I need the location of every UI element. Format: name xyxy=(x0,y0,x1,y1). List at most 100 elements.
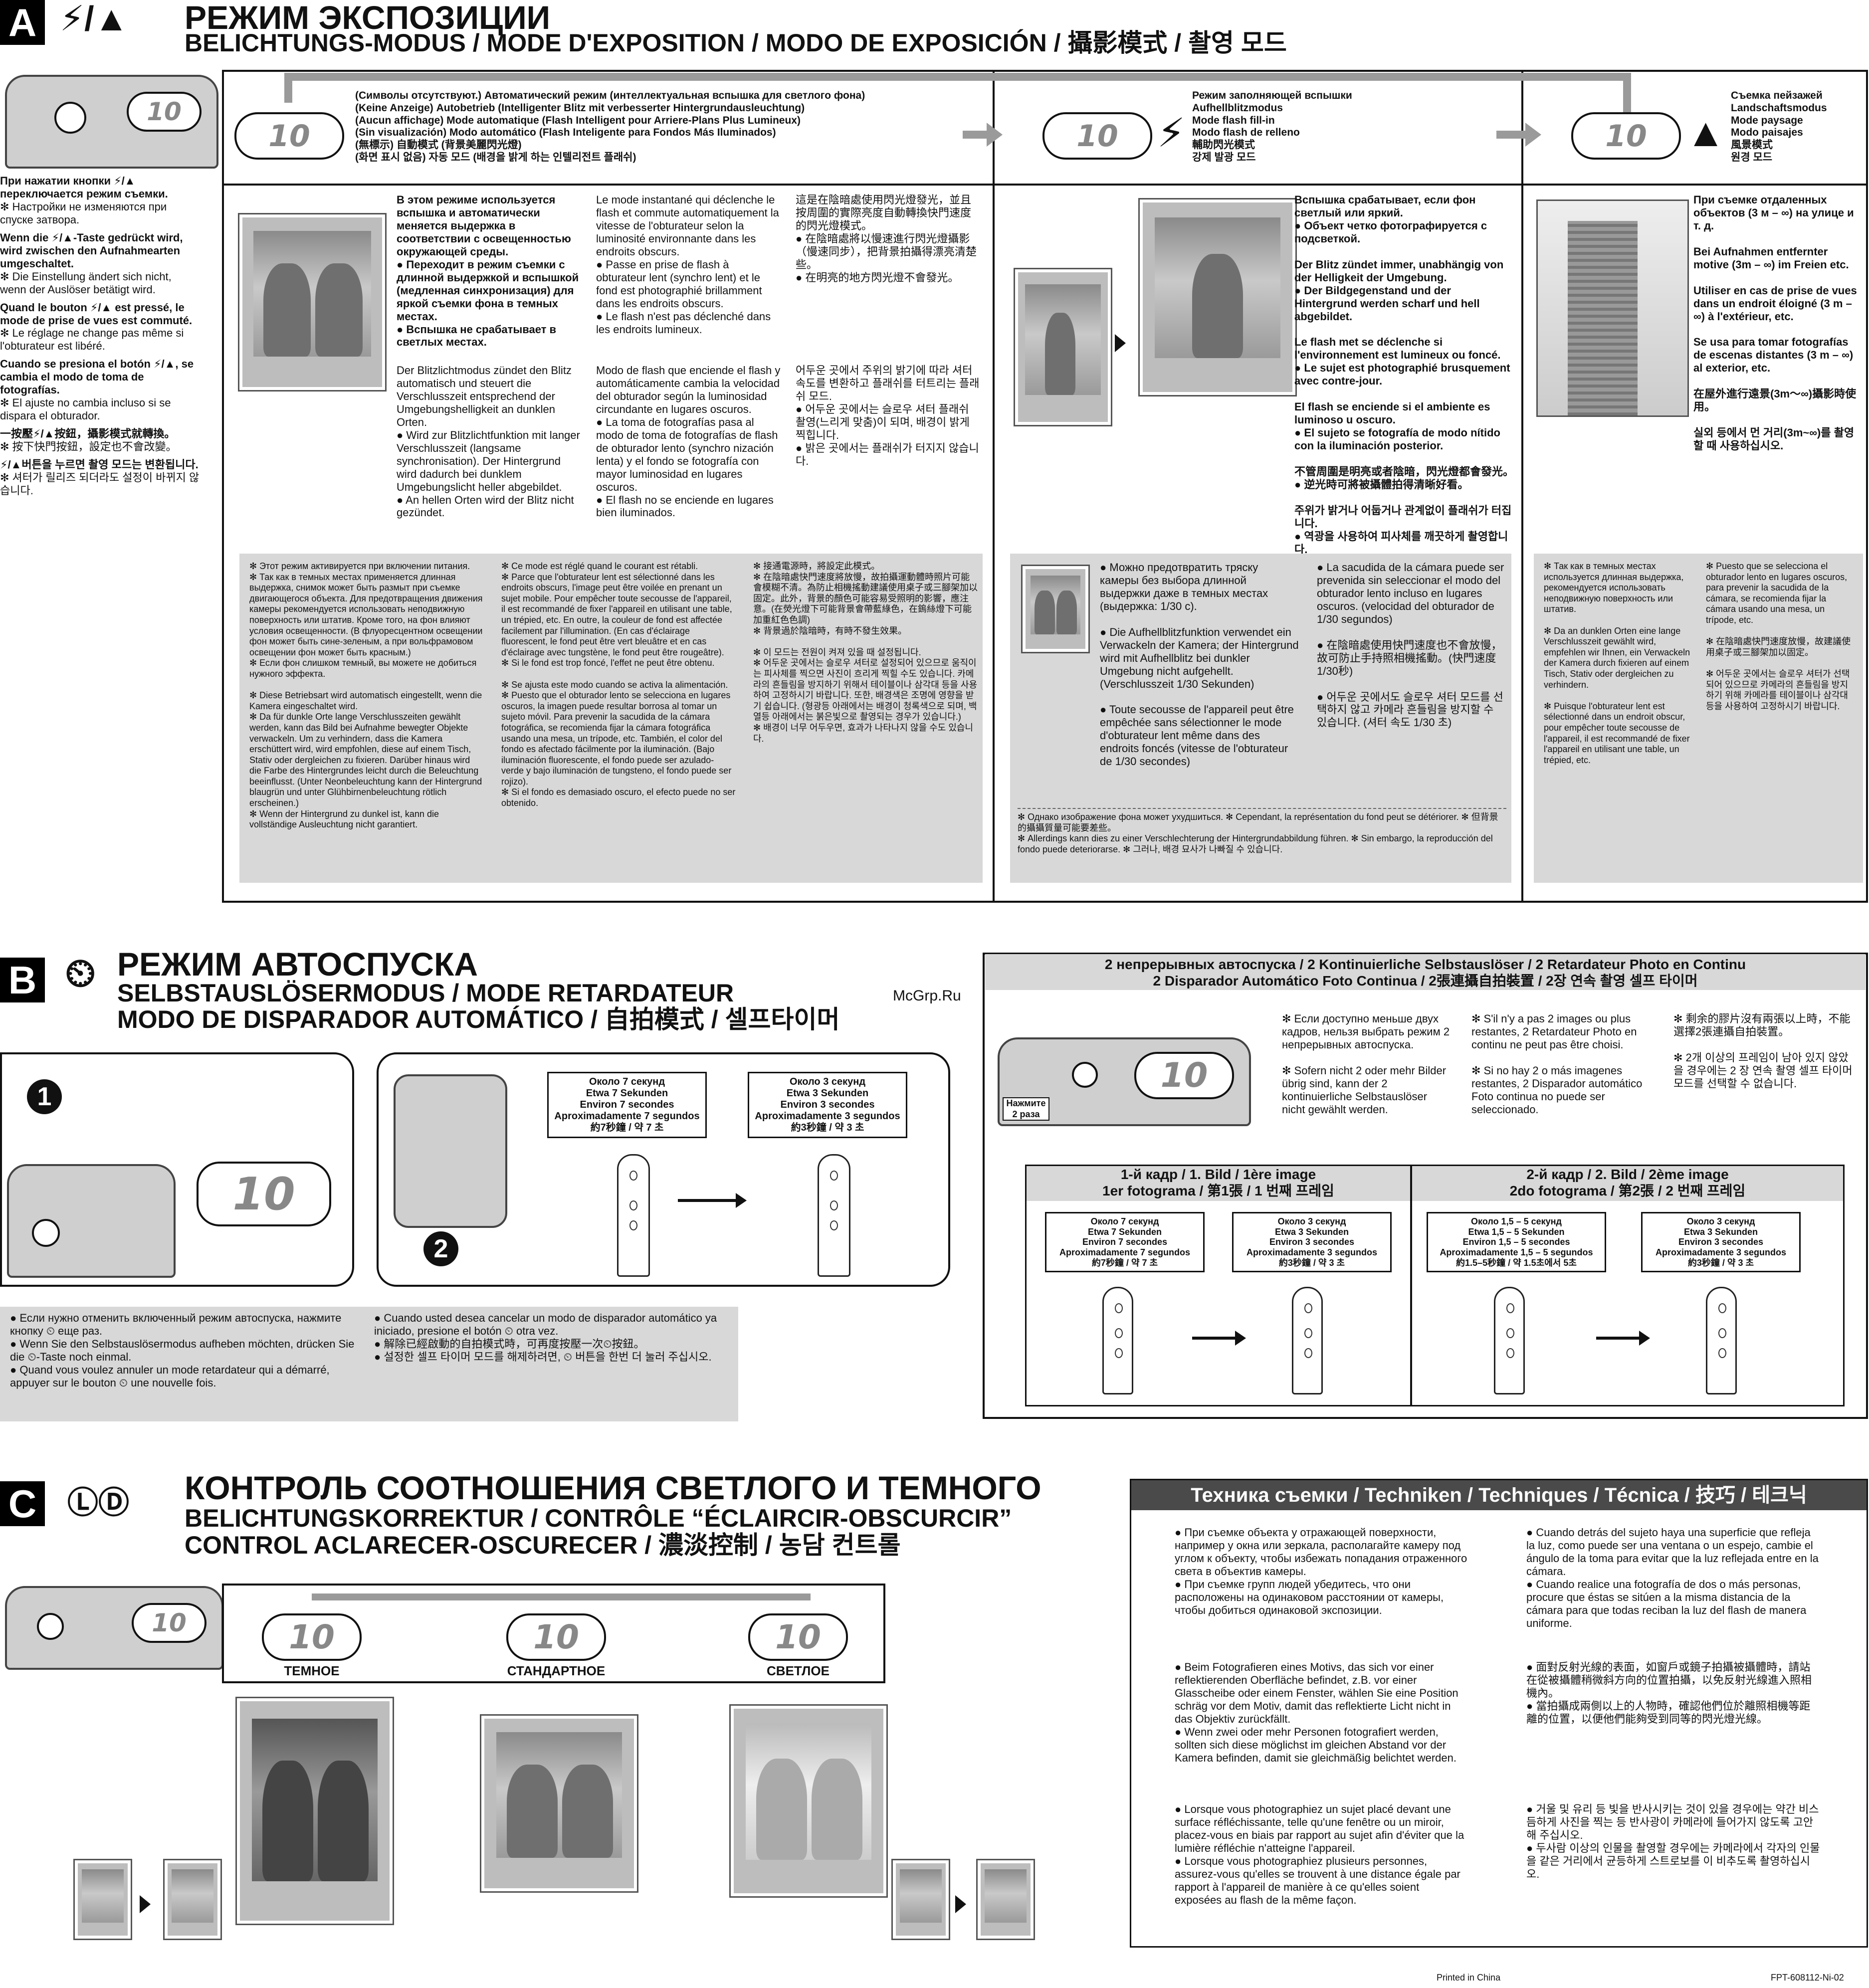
fill-notes: ● Можно предотвратить тряску камеры без … xyxy=(1100,561,1299,768)
landscape-photo xyxy=(1536,199,1689,417)
techniques-box xyxy=(1130,1479,1868,1948)
fill-notes-panel xyxy=(1010,554,1511,883)
lcd-timer-large: 10 xyxy=(197,1162,331,1226)
divider-a1 xyxy=(993,70,995,903)
side-note-1: ✻ Настройки не изменяются при спуске зат… xyxy=(0,200,167,226)
tech-left-fr: ● Lorsque vous photographiez un sujet pl… xyxy=(1175,1803,1464,1906)
side-note-11: ✻ 셔터가 릴리즈 되더라도 설정이 바뀌지 않습니다. xyxy=(0,471,200,497)
side-note-4: Quand le bouton ⚡/▲ est pressé, le mode … xyxy=(0,301,193,327)
small-arrow-1 xyxy=(140,1895,151,1913)
fill-photo-before xyxy=(1014,268,1112,426)
timer-button-continuous[interactable] xyxy=(1072,1062,1098,1088)
landscape-notes-right: ✻ Puesto que se selecciona el obturador … xyxy=(1706,561,1851,711)
landscape-text: При съемке отдаленных объектов (3 м – ∞)… xyxy=(1693,194,1857,452)
continuous-notes-b: ✻ S'il n'y a pas 2 images ou plus restan… xyxy=(1471,1012,1643,1116)
lcd-c-camera: 10 xyxy=(132,1603,207,1643)
landscape-notes-panel xyxy=(1534,554,1863,883)
small-arrow-2 xyxy=(955,1895,966,1913)
side-note-3: ✻ Die Einstellung ändert sich nicht, wen… xyxy=(0,270,172,296)
section-a-icons: ⚡/▲ xyxy=(60,0,129,38)
auto-notes-panel xyxy=(239,554,983,883)
side-note-6: Cuando se presiona el botón ⚡/▲, se camb… xyxy=(0,358,194,397)
frame2-title: 2-й кадр / 2. Bild / 2ème image 2do foto… xyxy=(1412,1166,1843,1201)
lcd-dark: 10 xyxy=(262,1613,362,1661)
section-b-title: РЕЖИМ АВТОСПУСКА xyxy=(117,946,478,983)
lcd-fill: 10 xyxy=(1042,112,1152,160)
tech-right-zh: ● 面對反射光線的表面，如窗戶或鏡子拍攝被攝體時，請站在從被攝體稍微斜方向的位置… xyxy=(1526,1661,1812,1725)
b-cancel-notes-panel xyxy=(0,1307,738,1421)
fill-small-photo xyxy=(1021,565,1090,653)
step2-box: 2 Около 7 секунд Etwa 7 Sekunden Environ… xyxy=(377,1052,950,1287)
section-a-badge: A xyxy=(0,0,45,45)
divider-a-header xyxy=(222,184,1868,186)
label-dark: ТЕМНОЕ xyxy=(284,1663,340,1678)
auto-fr: Le mode instantané qui déclenche le flas… xyxy=(596,194,779,336)
timer-label-7s: Около 7 секунд Etwa 7 Sekunden Environ 7… xyxy=(547,1072,707,1138)
lcd-auto: 10 xyxy=(234,112,344,160)
step1-box: 1 10 xyxy=(0,1052,354,1287)
auto-ko: 어두운 곳에서 주위의 밝기에 따라 셔터 속도를 변환하고 플래쉬를 터트리는… xyxy=(796,364,980,467)
frame1-lamp-1 xyxy=(1102,1287,1133,1394)
tech-left-de: ● Beim Fotografieren eines Motivs, das s… xyxy=(1175,1661,1458,1764)
tech-right-ko: ● 거울 및 유리 등 빛을 반사시키는 것이 있을 경우에는 약간 비스듬하게… xyxy=(1526,1803,1820,1880)
frame2-box xyxy=(1411,1165,1845,1406)
flash-mode-button[interactable] xyxy=(54,102,86,134)
section-b-badge: B xyxy=(0,958,45,1002)
frame2-timer-3s: Около 3 секунд Etwa 3 Sekunden Environ 3… xyxy=(1641,1212,1801,1273)
continuous-notes-a: ✻ Если доступно меньше двух кадров, нель… xyxy=(1282,1012,1450,1116)
camera-lcd: 10 xyxy=(127,92,202,132)
continuous-notes-c: ✻ 剩余的膠片沒有兩張以上時，不能選擇2張連攝自拍裝置。 ✻ 2개 이상의 프레… xyxy=(1673,1012,1853,1090)
side-note-5: ✻ Le réglage ne change pas même si l'obt… xyxy=(0,327,184,353)
side-note-9: ✻ 按下快門按鈕，設定也不會改變。 xyxy=(0,440,177,453)
frame2-timer-15s: Около 1,5 – 5 секунд Etwa 1,5 – 5 Sekund… xyxy=(1427,1212,1606,1273)
exposure-control-box xyxy=(222,1584,885,1683)
side-note-10: ⚡/▲버튼을 누르면 촬영 모드는 변환됩니다. xyxy=(0,458,199,471)
label-standard: СТАНДАРТНОЕ xyxy=(507,1663,606,1678)
timer-lamp-2 xyxy=(818,1154,850,1277)
fill-photo-after xyxy=(1138,198,1297,397)
small-photo-3 xyxy=(891,1859,950,1940)
frame2-arrow xyxy=(1596,1331,1650,1346)
lcd-standard: 10 xyxy=(506,1613,606,1661)
tech-left-ru: ● При съемке объекта у отражающей поверх… xyxy=(1175,1526,1467,1616)
landscape-notes: ✻ Так как в темных местах используется д… xyxy=(1544,561,1690,765)
mountain-icon: ▲ xyxy=(1686,110,1726,155)
timer-button[interactable] xyxy=(32,1219,60,1247)
section-b-subtitle1: SELBSTAUSLÖSERMODUS / MODE RETARDATEUR xyxy=(117,979,734,1007)
small-photo-1 xyxy=(73,1859,132,1940)
light-dark-icons: ⓁⒹ xyxy=(67,1486,130,1520)
frame1-title: 1-й кадр / 1. Bild / 1ère image 1er foto… xyxy=(1027,1166,1410,1201)
frame2-lamp-2 xyxy=(1706,1287,1737,1394)
auto-notes-right: ✻ 接通電源時，將設定此模式。 ✻ 在陰暗處快門速度將放慢，故拍攝運動體時照片可… xyxy=(753,561,978,744)
camera-top-continuous: 10 xyxy=(998,1037,1251,1126)
photo-light xyxy=(729,1704,888,1898)
timer-arrow xyxy=(678,1193,747,1208)
fill-text: Вспышка срабатывает, если фон светлый ил… xyxy=(1294,194,1514,556)
section-a-frame xyxy=(222,70,1868,903)
auto-de: Der Blitzlichtmodus zündet den Blitz aut… xyxy=(397,364,580,519)
small-photo-4 xyxy=(976,1859,1035,1940)
section-b-subtitle2: MODO DE DISPARADOR AUTOMÁTICO / 自拍模式 / 셀… xyxy=(117,1005,840,1033)
auto-es: Modo de flash que enciende el flash y au… xyxy=(596,364,781,519)
timer-lamp-1 xyxy=(617,1154,650,1277)
watermark: McGrp.Ru xyxy=(893,988,961,1004)
frame1-arrow xyxy=(1192,1331,1246,1346)
product-code: FPT-608112-Ni-02 xyxy=(1771,1973,1844,1983)
auto-mode-photo xyxy=(238,213,387,392)
divider-a2 xyxy=(1521,70,1523,903)
camera-top-illustration: 10 xyxy=(5,75,218,169)
small-photo-2 xyxy=(163,1859,222,1940)
cycle-arrow-left xyxy=(284,73,292,103)
continuous-timer-box xyxy=(983,953,1868,1419)
section-c-badge: C xyxy=(0,1481,45,1526)
auto-notes-mid: ✻ Ce mode est réglé quand le courant est… xyxy=(501,561,736,808)
label-light: СВЕТЛОЕ xyxy=(767,1663,830,1678)
photo-standard xyxy=(480,1714,638,1893)
auto-zh: 這是在陰暗處使用閃光燈發光，並且按周圍的實際亮度自動轉換快門速度的閃光燈模式。 … xyxy=(796,194,977,284)
arrow-to-fill xyxy=(963,123,1003,147)
b-cancel-notes-left: ● Если нужно отменить включенный режим а… xyxy=(10,1312,355,1389)
exposure-cycle-arrow xyxy=(312,1593,811,1600)
side-note-2: Wenn die ⚡/▲-Taste gedrückt wird, wird z… xyxy=(0,231,183,270)
light-dark-button[interactable] xyxy=(37,1613,64,1640)
mode-fill-label: Режим заполняющей вспышки Aufhellblitzmo… xyxy=(1192,90,1352,163)
